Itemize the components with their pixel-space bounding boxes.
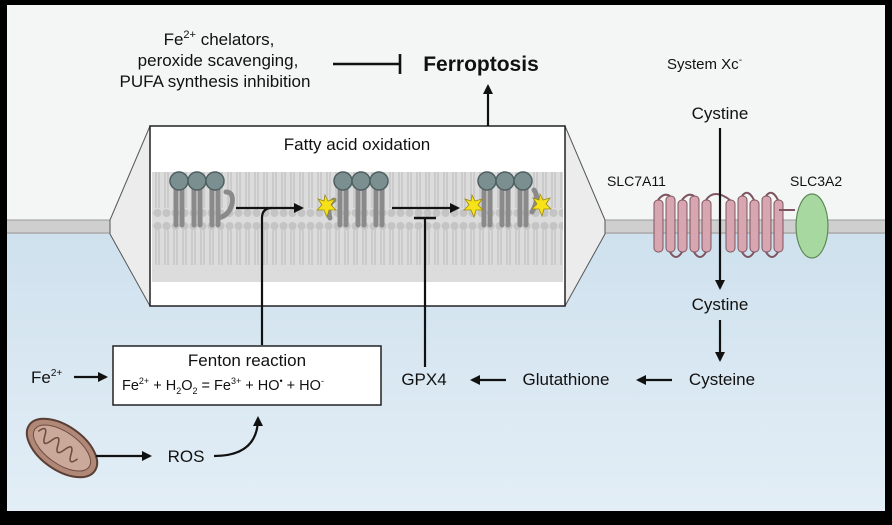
slc7a11-transporter <box>653 191 795 258</box>
cysteine-label: Cysteine <box>689 370 755 389</box>
lipid-cluster-oxidized <box>463 171 552 228</box>
slc7a11-label: SLC7A11 <box>607 173 666 189</box>
ros-spark-icon <box>531 192 552 218</box>
arrow-ros-to-fenton <box>213 416 263 458</box>
arrow-fenton-to-oxidation <box>260 206 273 345</box>
glutathione-label: Glutathione <box>523 370 610 389</box>
ros-label: ROS <box>168 447 205 466</box>
slc3a2-label: SLC3A2 <box>790 173 842 189</box>
cystine-mid-label: Cystine <box>692 295 749 314</box>
ros-spark-icon <box>316 193 337 219</box>
fenton-title: Fenton reaction <box>188 351 306 370</box>
lipid-cluster-intact <box>169 171 235 228</box>
cystine-top-label: Cystine <box>692 104 749 123</box>
lipid-cluster-peroxidized <box>316 171 389 228</box>
inhibitors-line1: Fe2+ chelators, <box>164 29 275 49</box>
fe-input-label: Fe2+ <box>31 368 62 387</box>
mitochondria-icon <box>25 417 99 479</box>
fenton-equation: Fe2+ + H2O2 = Fe3+ + HO• + HO- <box>122 376 324 396</box>
gpx4-label: GPX4 <box>401 370 446 389</box>
inhibitors-line2: peroxide scavenging, <box>138 51 299 70</box>
ros-spark-icon <box>463 193 484 219</box>
system-xc-label: System Xc- <box>667 55 742 73</box>
fenton-box <box>112 345 382 406</box>
ferroptosis-label: Ferroptosis <box>423 53 539 76</box>
fatty-acid-oxidation-label: Fatty acid oxidation <box>284 135 430 154</box>
slc3a2-protein <box>795 193 829 259</box>
inhibitors-line3: PUFA synthesis inhibition <box>120 72 311 91</box>
